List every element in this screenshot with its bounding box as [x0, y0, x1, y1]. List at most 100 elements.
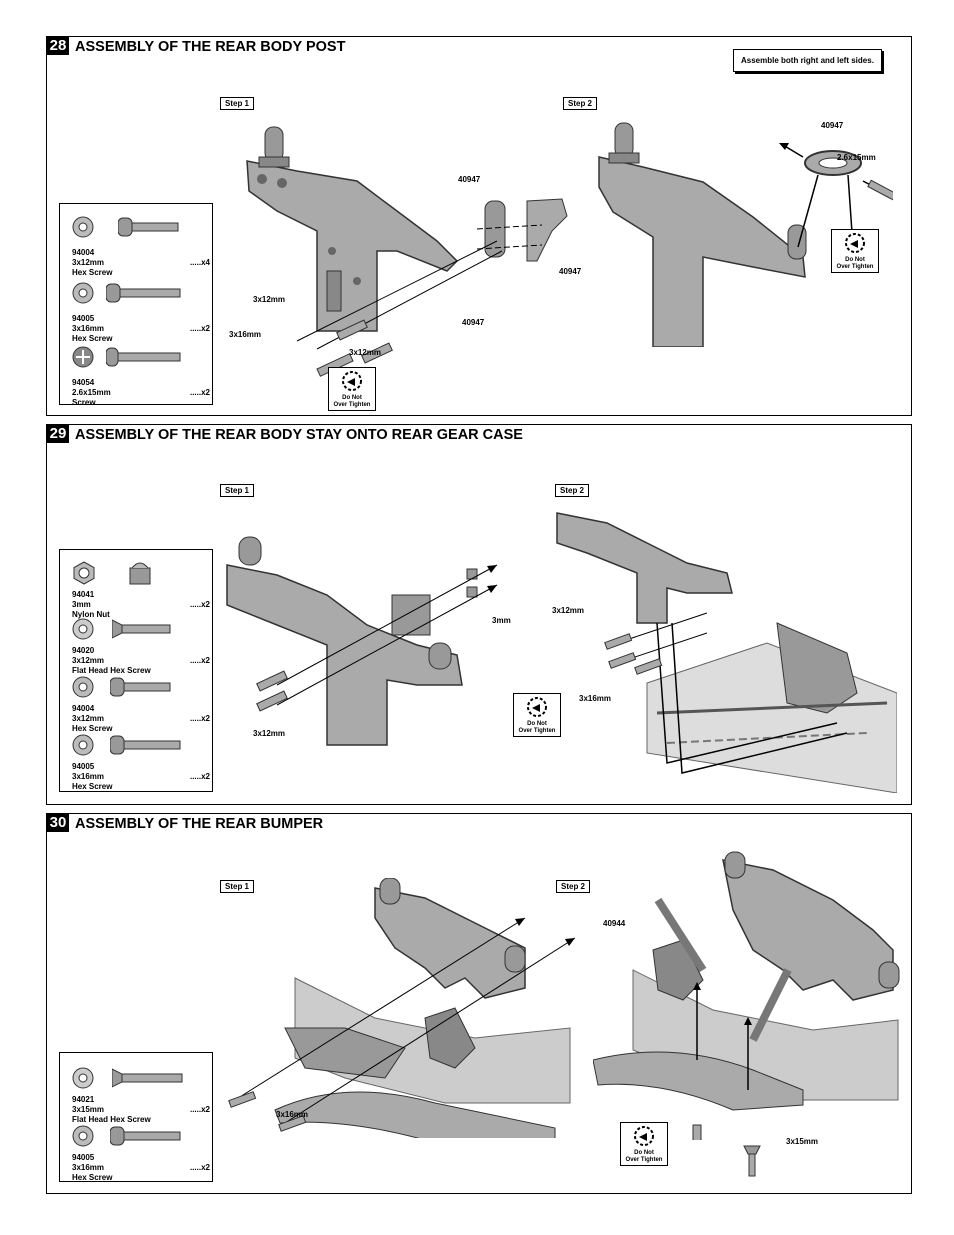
step-1-label: Step 1 [220, 484, 255, 497]
tighten-warning-icon [342, 371, 362, 391]
part-qty: .....x2 [189, 656, 210, 665]
part-qty: .....x4 [189, 258, 210, 267]
washer-icon [72, 1125, 94, 1147]
part-desc: Hex Screw [72, 782, 113, 791]
parts-list: 94041 3mm .....x2 Nylon Nut 94020 3x12mm… [59, 549, 213, 792]
part-qty: .....x2 [189, 388, 210, 397]
part-desc: Hex Screw [72, 1173, 113, 1182]
washer-icon [72, 676, 94, 698]
part-item: 94004 3x12mm .....x2 Hex Screw [60, 674, 210, 733]
part-code: 94021 [72, 1095, 95, 1104]
step-2-label: Step 2 [563, 97, 598, 110]
body-stay-step2-diagram [556, 512, 897, 793]
hex-screw-icon [110, 735, 181, 755]
part-item: 94005 3x16mm .....x2 Hex Screw [60, 1123, 210, 1182]
flat-head-screw-icon [112, 619, 171, 639]
part-label: 40947 [458, 175, 481, 184]
body-stay-step1-diagram [226, 536, 498, 746]
part-code: 94005 [72, 762, 95, 771]
flat-head-screw-icon [743, 1145, 761, 1177]
tighten-warning-icon [634, 1126, 654, 1146]
part-label: 40944 [603, 919, 626, 928]
washer-icon [72, 282, 94, 304]
part-size: 3x16mm [72, 1163, 105, 1172]
part-label: 3mm [492, 616, 511, 625]
part-item: 94021 3x15mm .....x2 Flat Head Hex Screw [60, 1065, 210, 1125]
washer-icon [72, 216, 94, 238]
tighten-warning-icon [527, 697, 547, 717]
step-2-label: Step 2 [555, 484, 590, 497]
parts-list: 94021 3x15mm .....x2 Flat Head Hex Screw… [59, 1052, 213, 1182]
part-label: 3x16mm [579, 694, 612, 703]
part-size: 3x12mm [72, 656, 105, 665]
part-size: 3mm [72, 600, 91, 609]
section-30: 30 ASSEMBLY OF THE REAR BUMPER Step 1 St… [46, 813, 912, 1194]
section-number: 30 [47, 814, 69, 832]
section-28: 28 ASSEMBLY OF THE REAR BODY POST Assemb… [46, 36, 912, 416]
section-number: 28 [47, 37, 69, 55]
part-label: 3x12mm [349, 348, 382, 357]
part-item: 94054 2.6x15mm .....x2 Screw [60, 342, 210, 408]
part-desc: Nylon Nut [72, 610, 110, 619]
part-label: 3x15mm [786, 1137, 819, 1146]
washer-icon [72, 734, 94, 756]
part-item: 94005 3x16mm .....x2 Hex Screw [60, 278, 210, 344]
part-label: 3x12mm [552, 606, 585, 615]
step-1-label: Step 1 [220, 97, 255, 110]
part-desc: Hex Screw [72, 268, 113, 277]
part-item: 94041 3mm .....x2 Nylon Nut [60, 558, 210, 619]
part-desc: Flat Head Hex Screw [72, 666, 151, 675]
flat-head-screw-icon [112, 1068, 183, 1088]
part-qty: .....x2 [189, 600, 210, 609]
part-code: 94020 [72, 646, 95, 655]
part-label: 2.6x15mm [837, 153, 876, 162]
screw-icon [106, 347, 181, 367]
part-label: 3x16mm [229, 330, 262, 339]
rear-bumper-step1-diagram [228, 878, 576, 1138]
part-qty: .....x2 [189, 714, 210, 723]
step-1-label: Step 1 [220, 880, 255, 893]
part-code: 94054 [72, 378, 95, 387]
part-label: 40947 [462, 318, 485, 327]
step-2-label: Step 2 [556, 880, 591, 893]
hex-nut-icon [73, 561, 95, 585]
part-desc: Hex Screw [72, 334, 113, 343]
part-code: 94005 [72, 314, 95, 323]
part-label: 3x16mm [276, 1110, 309, 1119]
part-label: 3x12mm [253, 729, 286, 738]
part-code: 94041 [72, 590, 95, 599]
part-desc: Screw [72, 398, 96, 407]
part-size: 3x12mm [72, 714, 105, 723]
part-code: 94004 [72, 248, 95, 257]
rear-bumper-step2-diagram [593, 851, 900, 1140]
parts-list: 94004 3x12mm .....x4 Hex Screw 94005 3x1… [59, 203, 213, 408]
hex-screw-icon [110, 1126, 181, 1146]
part-item: 94020 3x12mm .....x2 Flat Head Hex Screw [60, 616, 210, 675]
section-title: ASSEMBLY OF THE REAR BODY POST [75, 39, 346, 55]
section-29: 29 ASSEMBLY OF THE REAR BODY STAY ONTO R… [46, 424, 912, 805]
tighten-warning-icon [845, 233, 865, 253]
section-number: 29 [47, 425, 69, 443]
part-size: 3x12mm [72, 258, 105, 267]
part-label: 3x12mm [253, 295, 286, 304]
section-title: ASSEMBLY OF THE REAR BUMPER [75, 816, 324, 832]
part-size: 3x15mm [72, 1105, 105, 1114]
part-qty: .....x2 [189, 772, 210, 781]
hex-screw-icon [110, 677, 171, 697]
countersunk-washer-icon [72, 618, 94, 640]
part-size: 3x16mm [72, 772, 105, 781]
part-code: 94004 [72, 704, 95, 713]
part-qty: .....x2 [189, 1163, 210, 1172]
part-label: 40947 [821, 121, 844, 130]
hex-screw-icon [118, 217, 179, 237]
nylon-nut-icon [129, 562, 151, 585]
part-desc: Flat Head Hex Screw [72, 1115, 151, 1124]
section-title: ASSEMBLY OF THE REAR BODY STAY ONTO REAR… [75, 427, 523, 443]
part-item: 94004 3x12mm .....x4 Hex Screw [60, 212, 210, 278]
body-post-step2-diagram [598, 122, 893, 347]
part-qty: .....x2 [189, 324, 210, 333]
